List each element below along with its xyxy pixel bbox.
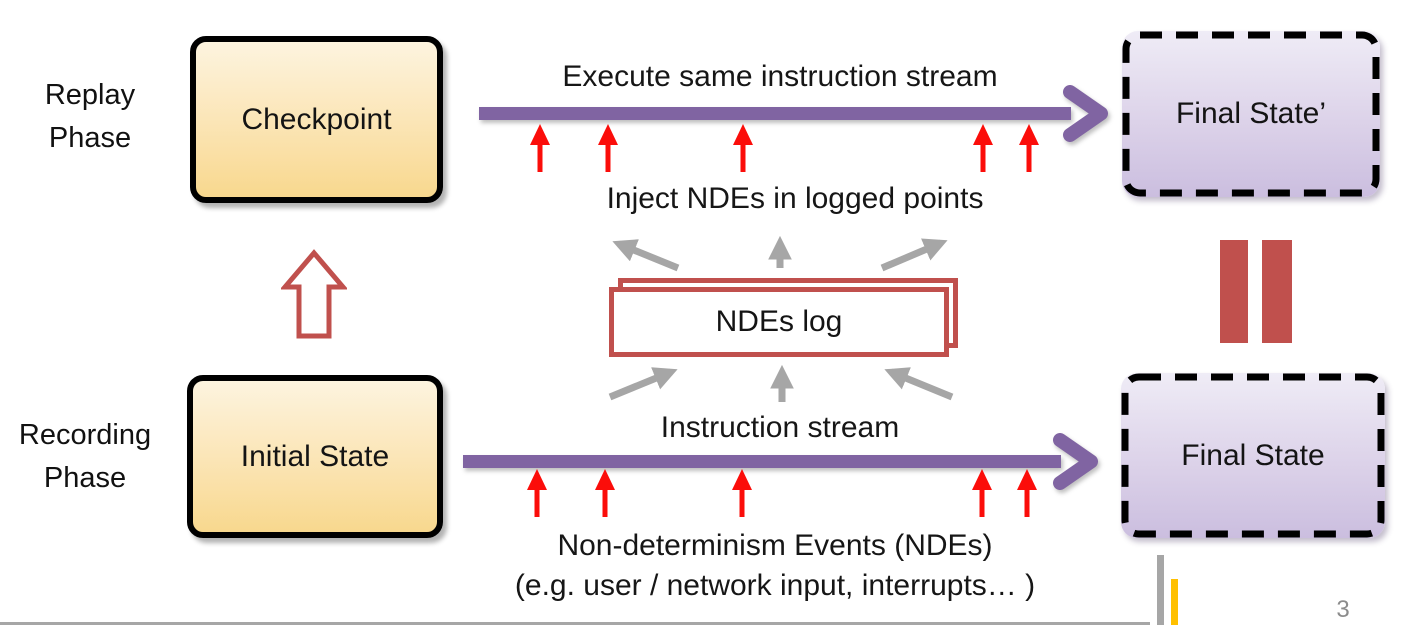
initial-state-box-label: Initial State [240, 439, 390, 473]
nde-event-arrow-icon [530, 124, 550, 172]
instruction-stream-label: Instruction stream [660, 411, 900, 444]
log-flow-arrows [608, 235, 954, 402]
initial-state-box: Initial State [187, 375, 443, 538]
nde-event-arrow-icon [972, 469, 992, 517]
nde-event-arrow-icon [527, 469, 547, 517]
replay-phase-line2: Phase [48, 122, 132, 154]
footer-yellow-bar [1171, 579, 1178, 625]
page-number: 3 [1336, 596, 1350, 623]
log-flow-arrow-icon [880, 238, 948, 272]
footer-gray-bar [1157, 555, 1164, 625]
footer-divider-line [0, 622, 1150, 625]
nde-event-arrow-icon [595, 469, 615, 517]
nde-examples-label: (e.g. user / network input, interrupts… … [514, 569, 1036, 602]
restore-checkpoint-arrow-icon [281, 249, 347, 339]
ndes-log-label: NDEs log [715, 305, 843, 338]
nde-event-arrow-icon [598, 124, 618, 172]
nde-event-arrow-icon [733, 124, 753, 172]
replay-phase-label: Replay Phase [5, 74, 175, 160]
log-flow-arrow-icon [612, 239, 680, 272]
recording-timeline-arrow-icon [463, 433, 1098, 490]
equivalence-bar-icon [1262, 240, 1292, 343]
final-state-replay-box: Final State’ [1122, 31, 1380, 197]
dashed-border [1121, 373, 1385, 538]
recording-phase-label: Recording Phase [0, 414, 170, 500]
replay-phase-line1: Replay [44, 79, 136, 111]
final-state-replay-label: Final State’ [1175, 97, 1327, 130]
nde-event-arrow-icon [732, 469, 752, 517]
inject-ndes-label: Inject NDEs in logged points [606, 182, 984, 215]
log-flow-arrow-icon [884, 367, 954, 401]
replay-timeline-arrow-icon [479, 85, 1108, 142]
equivalence-bar-icon [1220, 240, 1248, 343]
execute-stream-label: Execute same instruction stream [562, 60, 998, 93]
ndes-log-box: NDEs log [609, 287, 949, 357]
nde-event-arrow-icon [1017, 469, 1037, 517]
recording-phase-line1: Recording [18, 419, 152, 451]
checkpoint-box: Checkpoint [190, 36, 443, 203]
nde-event-arrow-icon [973, 124, 993, 172]
nde-event-arrow-icon [1019, 124, 1039, 172]
recording-phase-line2: Phase [43, 462, 127, 494]
final-state-recording-label: Final State [1181, 438, 1325, 472]
final-state-recording-box: Final State [1121, 373, 1385, 538]
dashed-border [1122, 31, 1380, 197]
nde-title-label: Non-determinism Events (NDEs) [557, 529, 993, 562]
checkpoint-box-label: Checkpoint [241, 102, 392, 136]
log-flow-arrow-icon [608, 367, 678, 401]
